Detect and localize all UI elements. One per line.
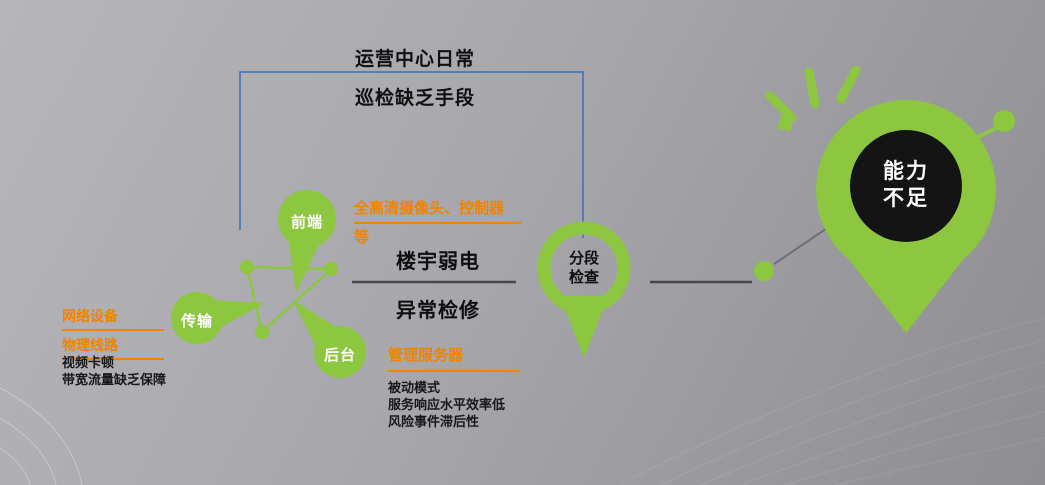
front-pin-icon	[278, 190, 336, 293]
antenna-line	[952, 125, 999, 152]
center-note: 楼宇弱电 异常检修	[383, 245, 493, 323]
segment-pin-line-2: 检查	[568, 269, 599, 286]
result-pin-core	[850, 130, 962, 242]
backend-label: 管理服务器	[388, 344, 520, 372]
cluster-link-lines	[245, 265, 335, 335]
front-annotation: 全高清摄像头、控制器 等	[354, 197, 521, 247]
backend-pin-label: 后台	[323, 347, 356, 364]
title-line-2: 巡检缺乏手段	[354, 88, 475, 109]
decor-wave-lines-left	[0, 387, 83, 485]
front-annotation-line-1: 全高清摄像头、控制器	[354, 197, 521, 224]
result-pin-label: 能力 不足	[856, 158, 956, 212]
transmission-annotation: 网络设备 物理线路	[62, 306, 164, 364]
segment-pin-line-1: 分段	[568, 250, 599, 267]
title-line-1: 运营中心日常	[354, 49, 475, 70]
result-pin-line-1: 能力	[883, 160, 929, 183]
transmission-pin-label: 传输	[180, 313, 213, 330]
front-annotation-line-2: 等	[354, 229, 370, 246]
antenna-dot-icon	[993, 110, 1015, 132]
decor-wave-lines-right	[619, 317, 1045, 485]
backend-notes: 被动模式 服务响应水平效率低 风险事件滞后性	[388, 379, 505, 430]
transmission-label-1: 网络设备	[62, 306, 164, 331]
sparkle-icon	[765, 65, 861, 123]
segment-pin-label: 分段 检查	[554, 249, 614, 287]
center-note-line-2: 异常检修	[396, 300, 480, 322]
segment-ring-pin-icon	[537, 221, 631, 358]
front-pin-label: 前端	[290, 214, 323, 231]
sparkle-square-icon	[777, 115, 794, 132]
transmission-notes: 视频卡顿 带宽流量缺乏保障	[62, 354, 166, 388]
title-block: 运营中心日常 巡检缺乏手段	[262, 44, 568, 110]
cluster-dots	[240, 260, 338, 339]
backend-pin-icon	[293, 300, 366, 378]
backend-note-2: 服务响应水平效率低	[388, 397, 506, 412]
transmission-note-1: 视频卡顿	[62, 355, 115, 370]
result-pin-icon	[816, 100, 996, 333]
result-pin-line-2: 不足	[883, 187, 929, 210]
relay-dot-icon	[754, 261, 774, 281]
transmission-pin-icon	[171, 292, 265, 344]
transmission-note-2: 带宽流量缺乏保障	[62, 372, 167, 387]
backend-note-1: 被动模式	[388, 380, 441, 395]
bracket-outline	[239, 71, 584, 238]
transmission-label-2: 物理线路	[62, 335, 164, 360]
center-note-line-1: 楼宇弱电	[396, 251, 480, 273]
backend-note-3: 风险事件滞后性	[388, 414, 480, 429]
